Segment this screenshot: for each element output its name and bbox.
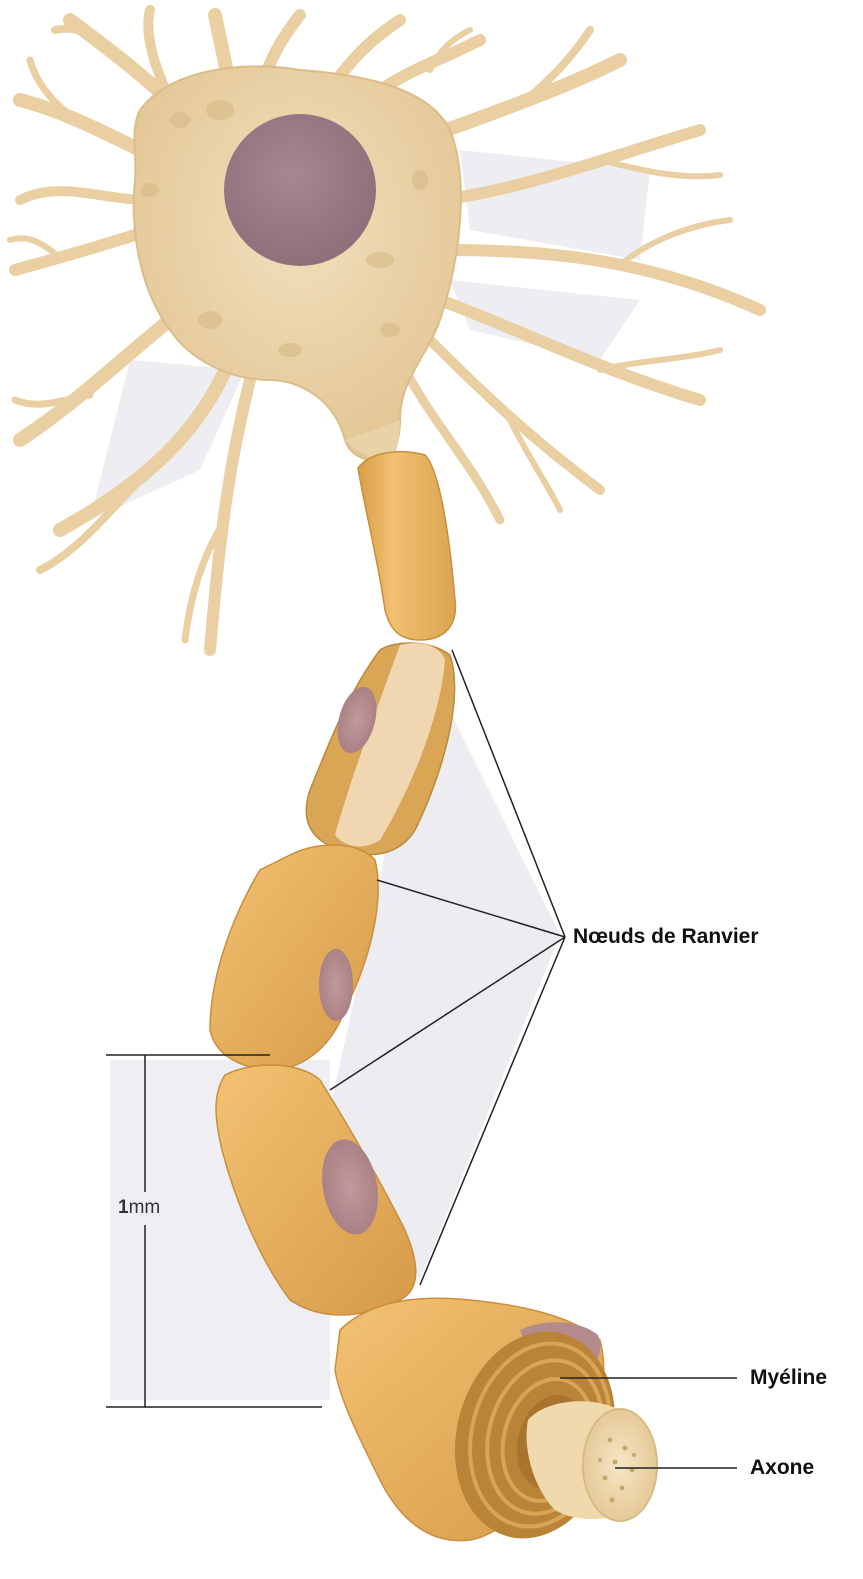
label-nodes-of-ranvier: Nœuds de Ranvier (573, 925, 759, 949)
scale-label: 1mm (118, 1197, 160, 1219)
schwann-nucleus-2 (319, 949, 353, 1021)
nucleus (224, 114, 376, 266)
scale-value: 1 (118, 1197, 129, 1218)
scale-unit: mm (129, 1197, 161, 1218)
label-myelin: Myéline (750, 1366, 827, 1390)
label-axon: Axone (750, 1456, 814, 1480)
myelin-segment-1 (358, 452, 455, 640)
